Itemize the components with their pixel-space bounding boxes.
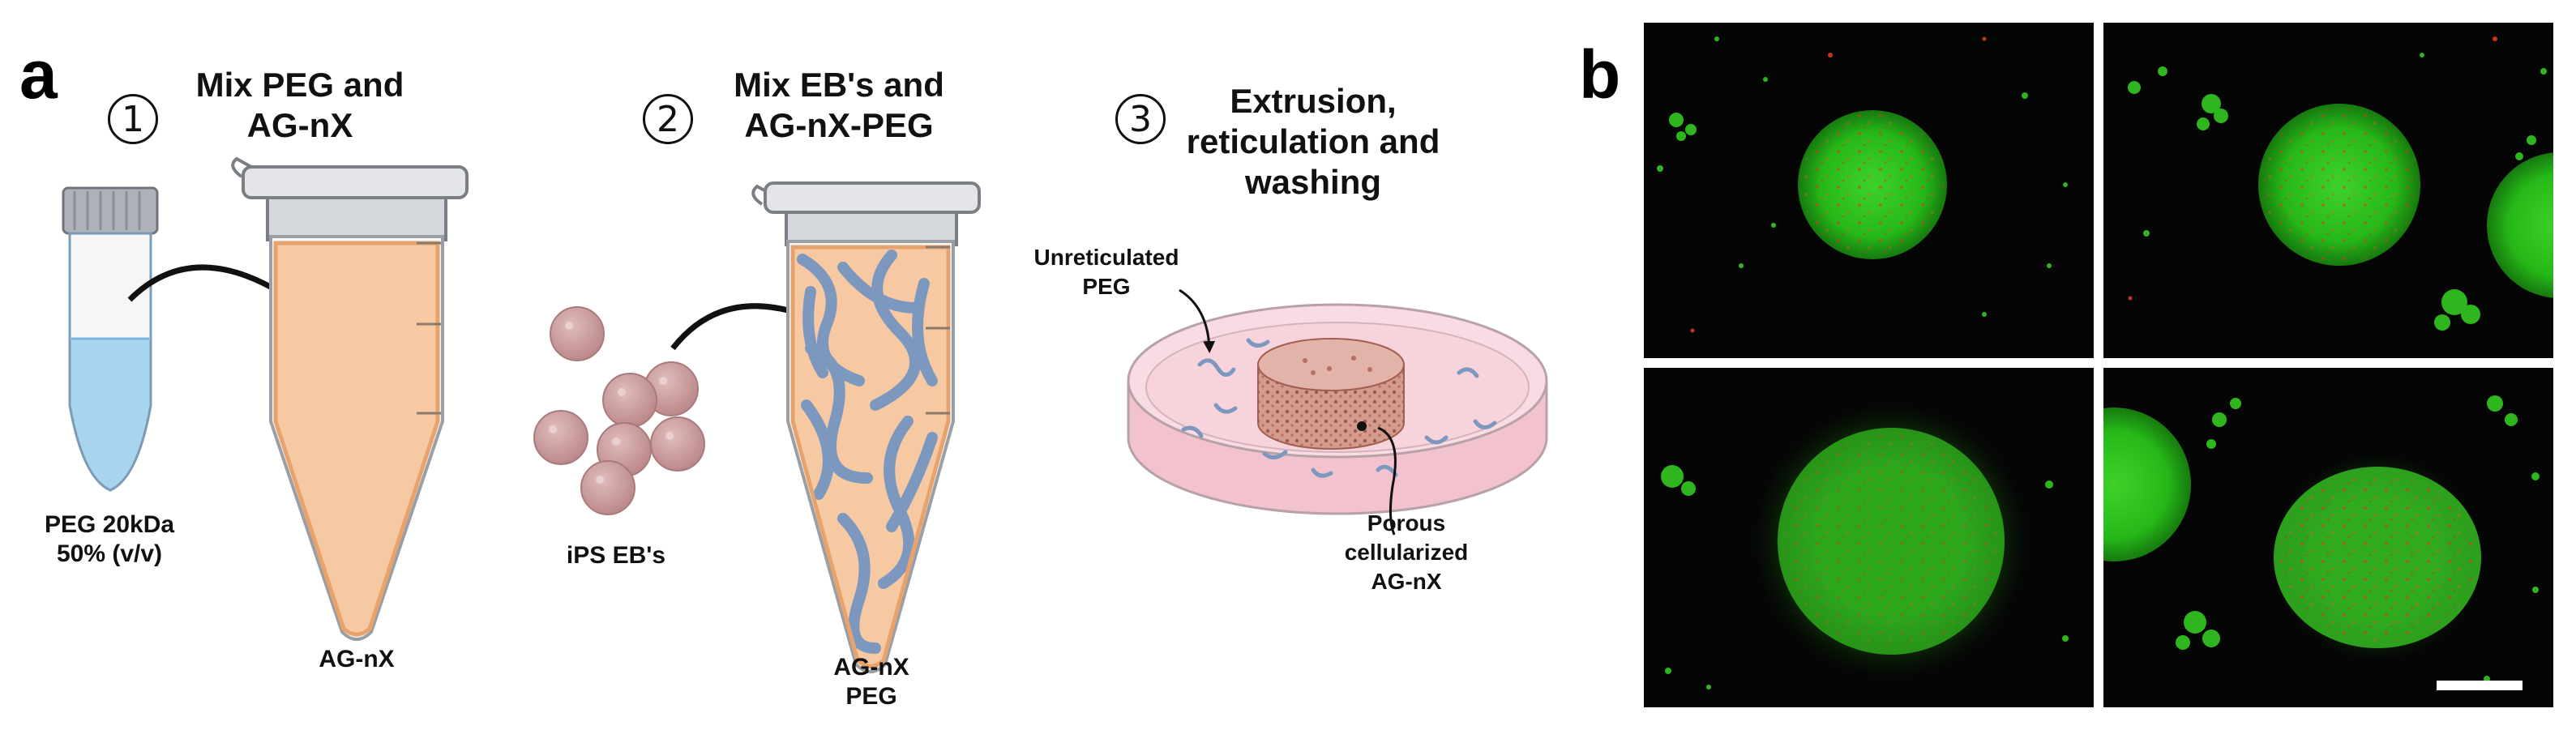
panel-b-micrograph-grid [1644,23,2553,707]
step-3-title: Extrusion, reticulation and washing [1159,81,1467,203]
peg-tube [62,186,159,492]
step-2-number: 2 [657,98,679,140]
panel-a-illustration [62,156,1548,673]
eb-sphere [550,306,605,361]
unreticulated-label-line2: PEG [1082,274,1131,299]
agnx-fluid [276,243,438,634]
step-2-title-line2: AG-nX-PEG [744,106,934,144]
agnx-tube [231,156,469,641]
porous-label-line3: AG-nX [1371,569,1442,594]
ips-ebs [533,306,705,515]
step-3-title-line2: reticulation and [1186,122,1440,160]
peg-label-line1: PEG 20kDa [44,511,175,538]
eb-sphere [580,460,635,515]
step-2-title-line1: Mix EB's and [734,66,944,104]
peg-fluid [70,339,151,490]
agnx-tube-label: AG-nX [319,646,395,672]
step-3-number: 3 [1129,98,1152,140]
step-3-circle: 3 [1115,94,1166,144]
micrograph-tiles [1644,23,2553,707]
step-2-title: Mix EB's and AG-nX-PEG [705,65,973,146]
unreticulated-label: Unreticulated PEG [997,243,1216,301]
porous-label-line2: cellularized [1344,540,1469,565]
mix-tube-label-line1: AG-nX [833,654,909,681]
organoid [2487,152,2553,298]
petri-dish [1127,303,1548,515]
eb-sphere [533,410,588,465]
porous-leader [1377,426,1397,536]
step-3-title-line1: Extrusion, [1230,82,1397,120]
micrograph-top-left [1644,23,2094,358]
eb-sphere [602,373,657,428]
porous-label: Porous cellularized AG-nX [1329,509,1483,596]
step-3-title-line3: washing [1244,163,1382,201]
panel-b-letter: b [1579,36,1621,113]
step-1-number: 1 [122,98,144,140]
eb-sphere [650,416,705,472]
panel-a-letter: a [19,36,58,113]
peg-label-line2: 50% (v/v) [56,540,163,567]
peg-tube-cap [62,186,159,235]
arrow-1 [127,264,302,306]
step-1-title-line2: AG-nX [246,106,353,144]
step-1-circle: 1 [108,94,158,144]
unreticulated-label-line1: Unreticulated [1033,245,1179,270]
step-2-circle: 2 [643,94,693,144]
peg-fibers [797,250,938,654]
unreticulated-leader [1179,288,1216,353]
mix-tube-label-line2: PEG [845,683,897,710]
step-1-title-line1: Mix PEG and [195,66,404,104]
porous-label-line1: Porous [1367,510,1446,536]
step-1-title: Mix PEG and AG-nX [170,65,430,146]
micrograph-top-right [2103,23,2553,358]
organoid [2103,408,2191,561]
panel-a: a 1 Mix PEG and AG-nX 2 Mix EB's and AG-… [19,36,1548,711]
peg-tube-label: PEG 20kDa 50% (v/v) [32,510,186,569]
micrograph-bottom-right [2103,368,2553,707]
scale-bar [2437,681,2523,690]
micrograph-bottom-left [1644,368,2094,707]
ips-ebs-label: iPS EB's [566,542,666,569]
mix-tube-label: AG-nX PEG [807,653,936,711]
agnx-peg-tube [751,181,981,673]
